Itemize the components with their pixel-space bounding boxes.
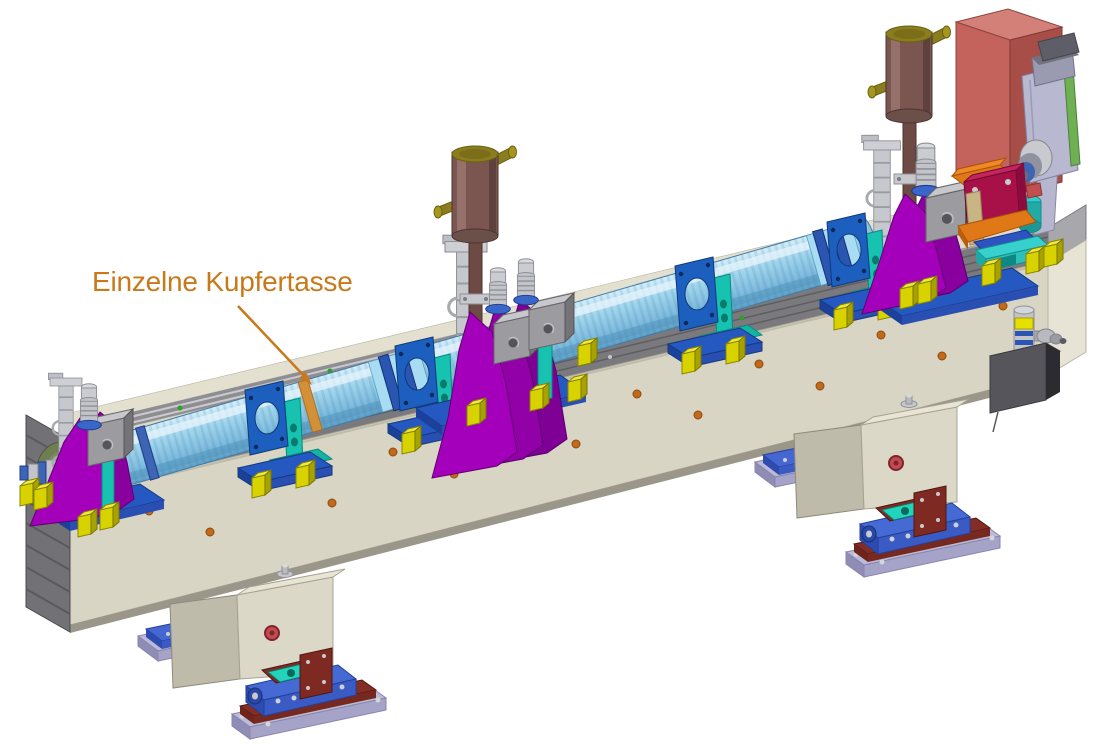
- end-pump-unit: [988, 305, 1067, 433]
- annotation: Einzelne Kupfertasse: [92, 266, 353, 385]
- station-left: [19, 383, 166, 538]
- annotation-label: Einzelne Kupfertasse: [92, 266, 353, 297]
- annotation-arrowhead: [299, 371, 312, 385]
- bellows-actuator: [512, 258, 540, 306]
- annotation-arrow: [237, 305, 307, 379]
- copper-cup-ring: [297, 378, 323, 433]
- station-right: [861, 142, 1064, 325]
- station-middle: [414, 258, 598, 479]
- magnet-block: [950, 157, 1050, 272]
- bellows-actuator: [484, 267, 512, 315]
- bellows-actuator: [75, 383, 103, 431]
